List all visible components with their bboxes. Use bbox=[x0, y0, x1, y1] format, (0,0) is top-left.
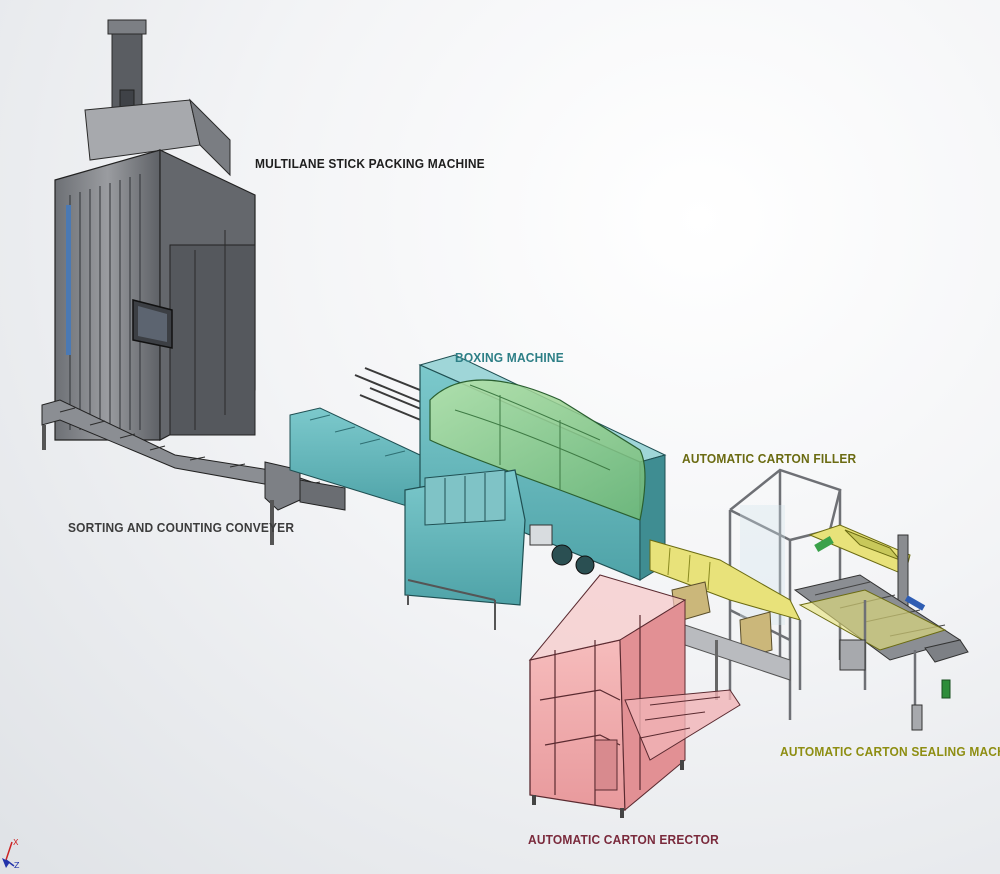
stick-packing-machine bbox=[54, 19, 256, 441]
conveyor-foot bbox=[42, 425, 46, 450]
label-boxing-machine: BOXING MACHINE bbox=[455, 350, 564, 365]
sealing-tape-blue bbox=[904, 595, 926, 611]
drive-disc-1 bbox=[551, 544, 573, 566]
sealing-arm bbox=[808, 524, 911, 576]
label-carton-filler: AUTOMATIC CARTON FILLER bbox=[682, 451, 857, 466]
machine-cabinet bbox=[169, 244, 256, 436]
carton-sealing-machine bbox=[793, 524, 969, 731]
label-carton-erector: AUTOMATIC CARTON ERECTOR bbox=[528, 832, 719, 847]
sealing-guide-green bbox=[814, 536, 834, 552]
machine-head-side bbox=[189, 98, 231, 177]
hopper-top bbox=[107, 19, 147, 35]
counting-head bbox=[299, 479, 346, 511]
label-sorting-conveyor: SORTING AND COUNTING CONVEYER bbox=[68, 520, 295, 535]
axis-x-label: X bbox=[13, 838, 19, 847]
label-stick-packing-machine: MULTILANE STICK PACKING MACHINE bbox=[255, 156, 485, 171]
carton-filler bbox=[649, 468, 842, 720]
axis-triad bbox=[2, 841, 15, 868]
carton-erector bbox=[528, 574, 741, 818]
boxing-motor bbox=[529, 524, 553, 546]
boxing-stand bbox=[407, 579, 496, 630]
axis-z-label: Z bbox=[14, 861, 20, 870]
sorting-conveyor bbox=[41, 399, 346, 545]
machine-head bbox=[84, 99, 201, 161]
blue-lane-strip bbox=[66, 205, 71, 355]
sealing-side-guide bbox=[798, 589, 947, 651]
label-carton-sealing-machine: AUTOMATIC CARTON SEALING MACHINE bbox=[780, 744, 1000, 759]
drive-disc-2 bbox=[575, 555, 595, 575]
sealing-green-block bbox=[941, 679, 951, 699]
green-dome-cover bbox=[429, 379, 646, 521]
erector-magazine bbox=[624, 689, 741, 761]
sealing-outfeed bbox=[924, 639, 969, 663]
erector-control-box bbox=[594, 739, 618, 791]
filler-leg bbox=[715, 640, 718, 700]
sealing-pedestal bbox=[911, 704, 923, 731]
sealing-cabinet bbox=[839, 639, 866, 671]
boxing-machine bbox=[289, 354, 667, 630]
conveyor-leg bbox=[270, 500, 274, 545]
